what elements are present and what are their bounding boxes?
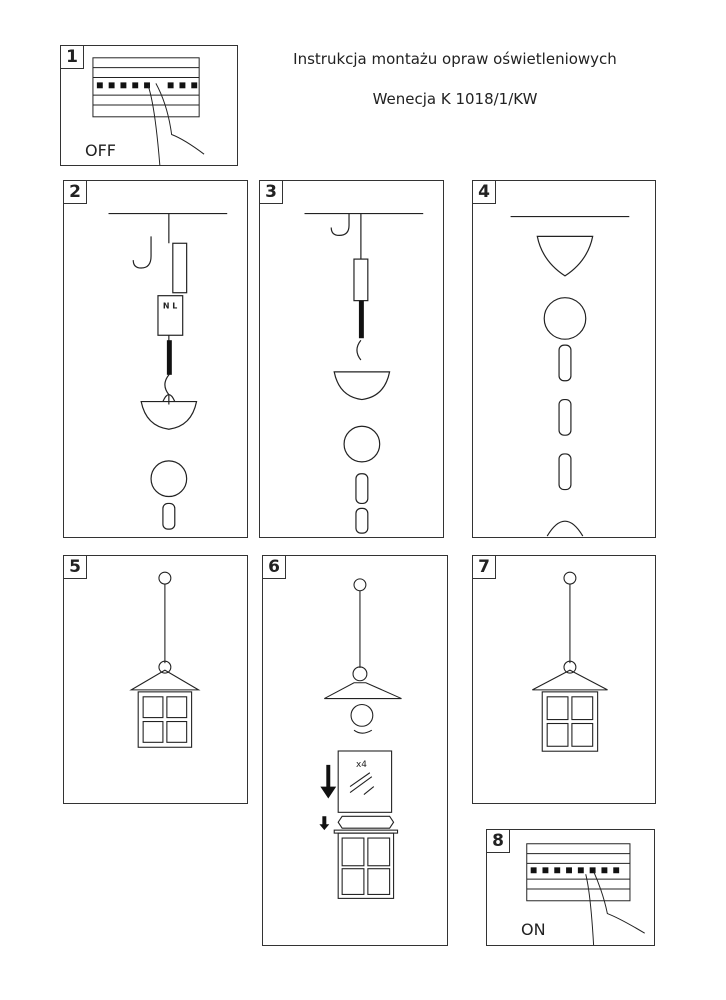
step-4-panel: 4 [472, 180, 656, 538]
bulb-and-glass-illustration: x4 [319, 578, 402, 899]
on-label: ON [521, 920, 546, 939]
glass-count-label: x4 [356, 760, 367, 770]
terminal-labels: N L [163, 302, 177, 311]
assembled-lantern-illustration [532, 571, 608, 752]
step-number: 8 [486, 829, 510, 853]
step-2-panel: 2 N L [63, 180, 248, 538]
step-number: 2 [63, 180, 87, 204]
step-number: 3 [259, 180, 283, 204]
lantern-illustration [129, 571, 201, 748]
step-number: 4 [472, 180, 496, 204]
wiring-illustration: N L [108, 212, 228, 530]
document-subtitle: Wenecja K 1018/1/KW [372, 90, 538, 108]
step-7-panel: 7 [472, 555, 656, 804]
step-number: 1 [60, 45, 84, 69]
step-number: 7 [472, 555, 496, 579]
breaker-panel-illustration [92, 57, 205, 165]
step-1-panel: 1 OFF [60, 45, 238, 166]
breaker-panel-illustration [526, 843, 645, 945]
step-3-panel: 3 [259, 180, 444, 538]
step-5-panel: 5 [63, 555, 248, 804]
canopy-mount-illustration [304, 212, 424, 534]
step-6-panel: 6 x4 [262, 555, 448, 946]
step-number: 6 [262, 555, 286, 579]
step-number: 5 [63, 555, 87, 579]
document-title: Instrukcja montażu opraw oświetleniowych [293, 50, 617, 68]
off-label: OFF [85, 141, 116, 160]
step-8-panel: 8 ON [486, 829, 655, 946]
chain-mount-illustration [510, 215, 630, 537]
